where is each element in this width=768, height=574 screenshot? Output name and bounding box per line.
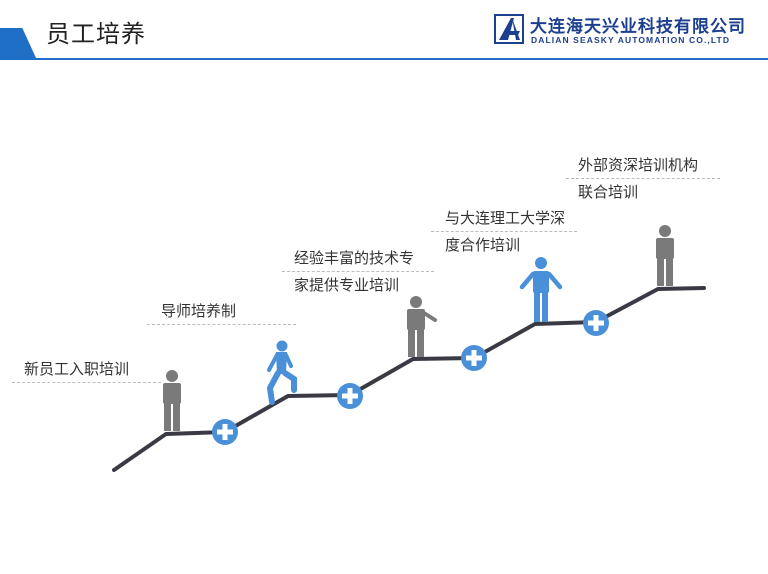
page-title: 员工培养	[46, 20, 146, 48]
step-label-line: 经验丰富的技术专	[282, 245, 435, 272]
person-standing-icon	[656, 225, 674, 286]
header-divider	[0, 58, 768, 60]
plus-circle-icon	[583, 310, 609, 336]
step-label-1: 新员工入职培训	[12, 356, 162, 383]
step-label-line: 家提供专业培训	[294, 276, 400, 294]
step-label-line: 新员工入职培训	[12, 356, 162, 383]
staircase-line	[112, 286, 706, 472]
step-label-3: 经验丰富的技术专 家提供专业培训	[282, 245, 435, 298]
person-climbing-icon	[266, 340, 297, 405]
person-standing-icon	[163, 370, 181, 431]
step-label-line: 联合培训	[578, 183, 639, 201]
company-name-en: DALIAN SEASKY AUTOMATION CO.,LTD	[531, 35, 731, 45]
step-label-line: 度合作培训	[445, 236, 521, 254]
step-label-line: 导师培养制	[147, 298, 297, 325]
person-arms-open-icon	[519, 257, 563, 322]
step-label-line: 外部资深培训机构	[566, 152, 721, 179]
plus-circle-icon	[461, 345, 487, 371]
plus-circle-icon	[337, 383, 363, 409]
step-label-line: 与大连理工大学深	[431, 205, 578, 232]
step-label-5: 外部资深培训机构 联合培训	[566, 152, 721, 205]
step-label-2: 导师培养制	[147, 298, 297, 325]
step-label-4: 与大连理工大学深 度合作培训	[431, 205, 578, 258]
person-pointing-icon	[407, 296, 437, 357]
company-name-cn: 大连海天兴业科技有限公司	[530, 17, 746, 37]
company-logo-icon	[494, 14, 524, 44]
plus-circle-icon	[212, 419, 238, 445]
